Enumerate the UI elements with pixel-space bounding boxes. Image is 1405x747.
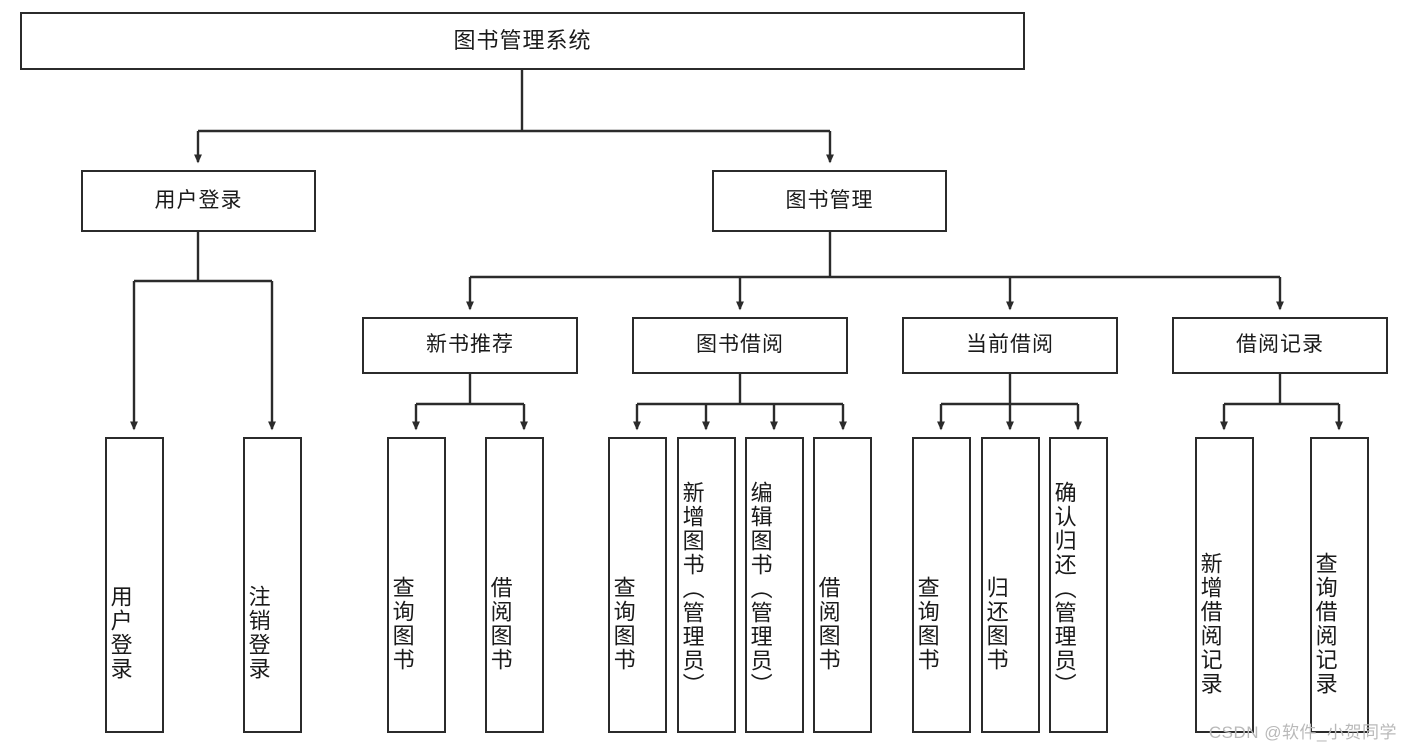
node-label: 查询图书 bbox=[914, 576, 940, 672]
node-leaf-user-logout[interactable]: 注销登录 bbox=[243, 437, 302, 733]
node-leaf-query-borrow-record[interactable]: 查询借阅记录 bbox=[1310, 437, 1369, 733]
node-leaf-return-book[interactable]: 归还图书 bbox=[981, 437, 1040, 733]
node-user-login[interactable]: 用户登录 bbox=[81, 170, 316, 232]
node-leaf-user-login[interactable]: 用户登录 bbox=[105, 437, 164, 733]
node-label: 查询借阅记录 bbox=[1312, 552, 1338, 696]
watermark: CSDN @软件_小贺同学 bbox=[1208, 723, 1397, 742]
node-label: 用户登录 bbox=[154, 188, 243, 212]
node-leaf-borrow-book-recommend[interactable]: 借阅图书 bbox=[485, 437, 544, 733]
node-label: 图书管理系统 bbox=[453, 28, 592, 54]
node-borrow-record[interactable]: 借阅记录 bbox=[1172, 317, 1388, 374]
node-label: 归还图书 bbox=[983, 576, 1009, 672]
node-book-borrow[interactable]: 图书借阅 bbox=[632, 317, 848, 374]
node-leaf-add-borrow-record[interactable]: 新增借阅记录 bbox=[1195, 437, 1254, 733]
node-label: 用户登录 bbox=[107, 585, 133, 681]
node-label: 查询图书 bbox=[389, 576, 415, 672]
node-label: 借阅图书 bbox=[815, 576, 841, 672]
node-label: 当前借阅 bbox=[966, 333, 1054, 357]
node-label: 新增图书（管理员） bbox=[679, 481, 705, 697]
node-label: 借阅记录 bbox=[1236, 333, 1324, 357]
node-label: 注销登录 bbox=[245, 585, 271, 681]
node-label: 图书管理 bbox=[785, 188, 874, 212]
node-root-book-management-system[interactable]: 图书管理系统 bbox=[20, 12, 1025, 70]
node-label: 查询图书 bbox=[610, 576, 636, 672]
node-label: 借阅图书 bbox=[487, 576, 513, 672]
node-label: 编辑图书（管理员） bbox=[747, 481, 773, 697]
node-leaf-query-book-recommend[interactable]: 查询图书 bbox=[387, 437, 446, 733]
node-new-book-recommend[interactable]: 新书推荐 bbox=[362, 317, 578, 374]
node-label: 图书借阅 bbox=[696, 333, 784, 357]
node-leaf-query-book-borrow[interactable]: 查询图书 bbox=[608, 437, 667, 733]
node-book-management[interactable]: 图书管理 bbox=[712, 170, 947, 232]
node-label: 新增借阅记录 bbox=[1197, 552, 1223, 696]
node-leaf-edit-book-admin[interactable]: 编辑图书（管理员） bbox=[745, 437, 804, 733]
node-label: 新书推荐 bbox=[426, 333, 514, 357]
node-leaf-confirm-return-admin[interactable]: 确认归还（管理员） bbox=[1049, 437, 1108, 733]
node-leaf-add-book-admin[interactable]: 新增图书（管理员） bbox=[677, 437, 736, 733]
node-current-borrow[interactable]: 当前借阅 bbox=[902, 317, 1118, 374]
node-label: 确认归还（管理员） bbox=[1051, 481, 1077, 697]
node-leaf-query-book-current[interactable]: 查询图书 bbox=[912, 437, 971, 733]
node-leaf-borrow-book[interactable]: 借阅图书 bbox=[813, 437, 872, 733]
